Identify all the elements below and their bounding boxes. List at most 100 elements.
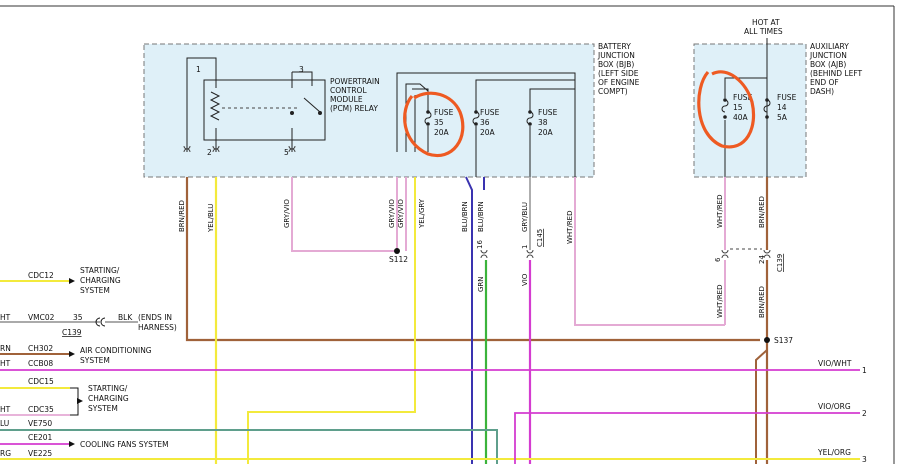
svg-text:BLU/BRN: BLU/BRN xyxy=(461,201,469,232)
svg-text:HOT AT: HOT AT xyxy=(752,18,780,27)
svg-text:YEL/GRY: YEL/GRY xyxy=(418,198,426,229)
svg-text:CDC15: CDC15 xyxy=(28,377,54,386)
left-row-ve225: RG VE225 xyxy=(0,449,52,458)
svg-text:GRY/VIO: GRY/VIO xyxy=(388,199,396,228)
svg-text:VE750: VE750 xyxy=(28,419,52,428)
auxiliary-junction-box xyxy=(693,43,807,178)
svg-text:40A: 40A xyxy=(733,113,749,122)
svg-text:HARNESS): HARNESS) xyxy=(138,323,177,332)
left-row-cdc12: CDC12 STARTING/ CHARGING SYSTEM xyxy=(28,266,121,295)
relay-coil-icon xyxy=(209,91,221,121)
svg-text:HT: HT xyxy=(0,313,11,322)
splice-s112 xyxy=(394,248,400,254)
svg-text:S137: S137 xyxy=(774,336,793,345)
left-row-vmc02: HT VMC02 35 BLK (ENDS IN HARNESS) xyxy=(0,313,177,332)
svg-text:YEL/ORG: YEL/ORG xyxy=(817,448,851,457)
svg-text:HT: HT xyxy=(0,359,11,368)
svg-text:CHARGING: CHARGING xyxy=(80,276,121,285)
svg-text:RN: RN xyxy=(0,344,11,353)
svg-text:C139: C139 xyxy=(776,254,784,272)
right-row-yel-org: YEL/ORG 3 xyxy=(817,448,867,464)
svg-text:16: 16 xyxy=(476,240,484,249)
svg-text:CONTROL: CONTROL xyxy=(330,86,367,95)
ajb-title: AUXILIARY JUNCTION BOX (AJB) (BEHIND LEF… xyxy=(809,42,863,96)
wire-wht-red-bjb xyxy=(574,177,725,326)
svg-text:CCB08: CCB08 xyxy=(28,359,53,368)
left-row-ccb08: HT CCB08 xyxy=(0,359,53,368)
svg-text:C139: C139 xyxy=(62,328,82,337)
wire-gry-vio-relay xyxy=(291,177,397,252)
relay-label: POWERTRAIN CONTROL MODULE (PCM) RELAY xyxy=(330,77,380,113)
svg-text:BRN/RED: BRN/RED xyxy=(758,196,766,228)
svg-text:RG: RG xyxy=(0,449,11,458)
svg-text:GRY/VIO: GRY/VIO xyxy=(397,199,405,228)
svg-text:OF ENGINE: OF ENGINE xyxy=(598,78,640,87)
svg-text:CE201: CE201 xyxy=(28,433,53,442)
svg-text:VIO/ORG: VIO/ORG xyxy=(818,402,851,411)
svg-text:FUSE: FUSE xyxy=(777,93,797,102)
svg-text:24: 24 xyxy=(758,255,766,264)
svg-text:STARTING/: STARTING/ xyxy=(88,384,128,393)
svg-text:FUSE: FUSE xyxy=(538,108,558,117)
ajb-hot-label: HOT AT ALL TIMES xyxy=(744,18,783,36)
left-row-cdc35: HT CDC35 xyxy=(0,405,54,414)
svg-text:WHT/RED: WHT/RED xyxy=(716,285,724,319)
svg-text:GRN: GRN xyxy=(477,276,485,292)
relay-pin-1: 1 xyxy=(196,65,201,74)
fuse-35: FUSE 35 20A xyxy=(424,108,454,137)
svg-text:VE225: VE225 xyxy=(28,449,52,458)
svg-text:ALL TIMES: ALL TIMES xyxy=(744,27,783,36)
svg-text:WHT/RED: WHT/RED xyxy=(566,211,574,245)
svg-text:38: 38 xyxy=(538,118,548,127)
svg-text:COMPT): COMPT) xyxy=(598,87,628,96)
connector-breaks xyxy=(183,145,771,259)
battery-junction-box xyxy=(143,43,595,178)
svg-text:(LEFT SIDE: (LEFT SIDE xyxy=(598,69,639,78)
svg-text:(BEHIND LEFT: (BEHIND LEFT xyxy=(810,69,863,78)
pcm-relay xyxy=(203,79,326,141)
svg-text:HT: HT xyxy=(0,405,11,414)
annotation-circle-fuse-15 xyxy=(697,70,755,149)
svg-text:BLK: BLK xyxy=(118,313,133,322)
wire-yel-gry xyxy=(247,177,416,464)
svg-text:VIO/WHT: VIO/WHT xyxy=(818,359,852,368)
svg-text:AUXILIARY: AUXILIARY xyxy=(810,42,849,51)
svg-text:6: 6 xyxy=(714,257,722,262)
svg-text:FUSE: FUSE xyxy=(480,108,500,117)
svg-text:JUNCTION: JUNCTION xyxy=(809,51,847,60)
vertical-wire-labels: BRN/RED YEL/BLU GRY/VIO GRY/VIO GRY/VIO … xyxy=(178,195,766,319)
svg-text:MODULE: MODULE xyxy=(330,95,363,104)
right-row-vio-wht: VIO/WHT 1 xyxy=(818,359,867,375)
svg-text:BOX (AJB): BOX (AJB) xyxy=(810,60,846,69)
svg-text:(PCM) RELAY: (PCM) RELAY xyxy=(330,104,378,113)
svg-text:FUSE: FUSE xyxy=(733,93,753,102)
svg-text:END OF: END OF xyxy=(810,78,839,87)
fuse-36: FUSE 36 20A xyxy=(472,108,500,137)
right-row-vio-org: VIO/ORG 2 xyxy=(818,402,867,418)
svg-text:LU: LU xyxy=(0,419,9,428)
svg-text:YEL/BLU: YEL/BLU xyxy=(207,204,215,233)
connector-labels: S112 S137 C145 C139 C139 16 1 6 24 xyxy=(62,229,793,345)
svg-text:BRN/RED: BRN/RED xyxy=(758,286,766,318)
left-row-ch302: RN CH302 AIR CONDITIONING SYSTEM xyxy=(0,344,152,365)
svg-text:SYSTEM: SYSTEM xyxy=(88,404,118,413)
svg-text:14: 14 xyxy=(777,103,787,112)
svg-text:BLU/BRN: BLU/BRN xyxy=(477,201,485,232)
svg-text:35: 35 xyxy=(73,313,83,322)
svg-text:20A: 20A xyxy=(434,128,450,137)
bjb-title: BATTERY JUNCTION BOX (BJB) (LEFT SIDE OF… xyxy=(597,42,640,96)
relay-pin-5: 5 xyxy=(284,148,289,157)
svg-text:CDC12: CDC12 xyxy=(28,271,54,280)
svg-text:SYSTEM: SYSTEM xyxy=(80,356,110,365)
svg-text:(ENDS IN: (ENDS IN xyxy=(138,313,172,322)
annotation-circle-fuse-35 xyxy=(403,91,465,158)
svg-text:CHARGING: CHARGING xyxy=(88,394,129,403)
svg-text:C145: C145 xyxy=(536,229,544,247)
wire-brn-red-relay xyxy=(185,177,760,342)
svg-text:FUSE: FUSE xyxy=(434,108,454,117)
svg-text:36: 36 xyxy=(480,118,490,127)
svg-text:GRY/BLU: GRY/BLU xyxy=(521,202,529,232)
fuse-38: FUSE 38 20A xyxy=(526,108,558,137)
wire-blu-brn xyxy=(465,176,473,464)
